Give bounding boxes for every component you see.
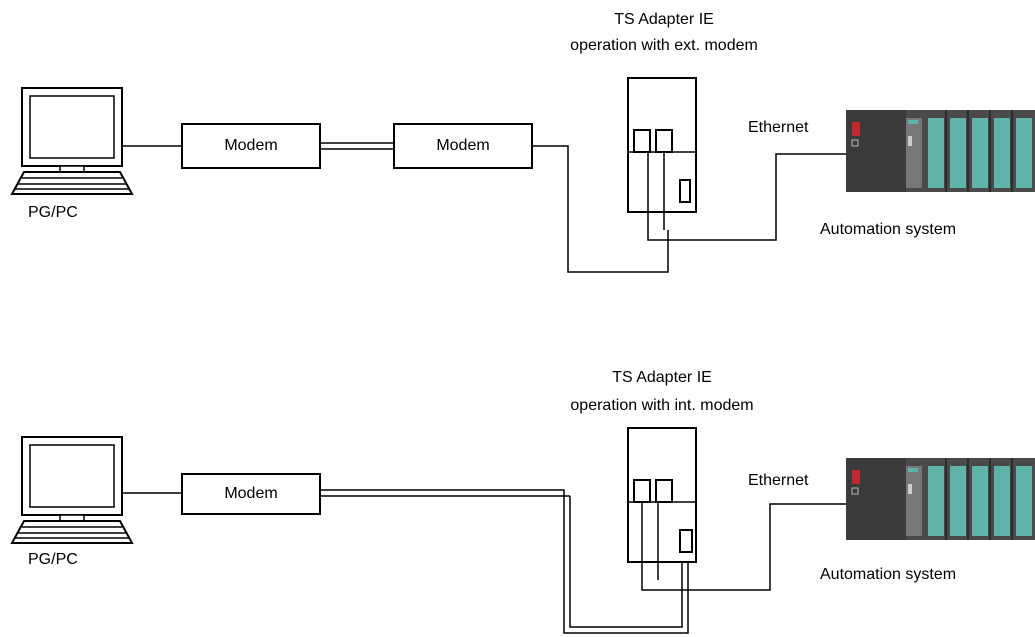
- ts-adapter-icon: [627, 77, 697, 213]
- bottom-diagram: [11, 427, 1035, 634]
- automation-system-label: Automation system: [820, 566, 957, 583]
- modem-box: [393, 123, 533, 169]
- top-diagram: [11, 77, 1035, 273]
- ts-adapter-icon: [627, 427, 697, 563]
- adapter-subtitle: operation with ext. modem: [570, 37, 758, 54]
- pc-label: PG/PC: [28, 551, 78, 568]
- ethernet-label: Ethernet: [748, 472, 809, 489]
- phone-line: [320, 489, 689, 634]
- adapter-title: TS Adapter IE: [614, 11, 714, 28]
- ethernet-line: [641, 502, 846, 591]
- modem-box: [181, 473, 321, 515]
- modem-label: Modem: [436, 137, 490, 154]
- adapter-title: TS Adapter IE: [612, 369, 712, 386]
- modem-label: Modem: [224, 485, 278, 502]
- modem-label: Modem: [224, 137, 278, 154]
- modem-box: [181, 123, 321, 169]
- pc-icon: [11, 87, 133, 195]
- serial-line: [532, 145, 669, 273]
- ethernet-line: [647, 152, 846, 241]
- pc-label: PG/PC: [28, 204, 78, 221]
- automation-system-icon: [845, 109, 1035, 193]
- automation-system-icon: [845, 457, 1035, 541]
- automation-system-label: Automation system: [820, 221, 957, 238]
- ethernet-label: Ethernet: [748, 119, 809, 136]
- adapter-subtitle: operation with int. modem: [570, 397, 754, 414]
- pc-icon: [11, 436, 133, 544]
